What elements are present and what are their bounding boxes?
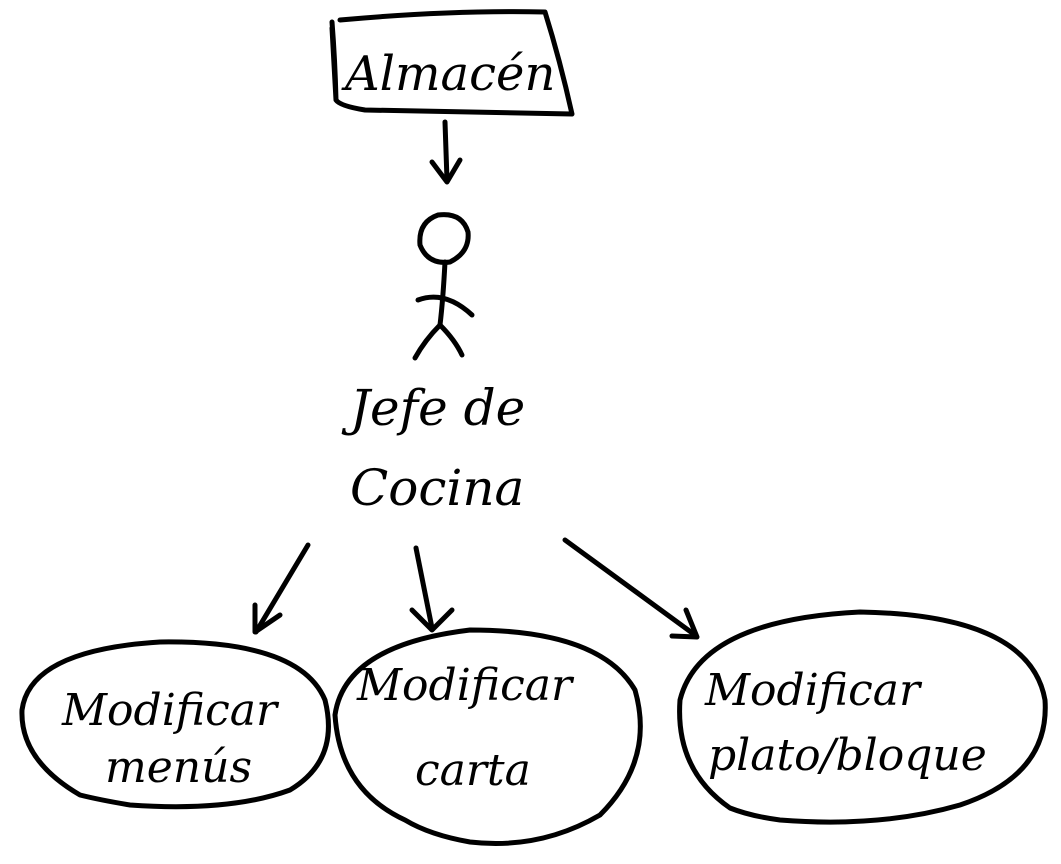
arrow-actor-to-menus — [252, 542, 311, 635]
use-case-plato-line1: Modificar — [704, 665, 923, 716]
use-case-menus-line2: menús — [105, 742, 252, 793]
actor-label-line1: Jefe de — [341, 379, 525, 437]
arrow-storage-to-actor — [429, 119, 463, 185]
arrow-actor-to-carta — [409, 545, 455, 633]
use-case-carta: Modificar carta — [332, 627, 643, 846]
use-case-menus-ellipse — [19, 639, 331, 810]
actor-figure-icon — [412, 212, 475, 361]
use-case-plato-ellipse — [677, 609, 1048, 825]
storage-box — [329, 9, 575, 117]
storage-label: Almacén — [341, 46, 555, 102]
actor-label: Jefe de Cocina — [341, 379, 525, 517]
use-case-plato: Modificar plato/bloque — [677, 609, 1048, 825]
actor-label-line2: Cocina — [350, 459, 524, 517]
use-case-carta-line2: carta — [415, 745, 531, 796]
use-case-carta-line1: Modificar — [356, 660, 575, 711]
use-case-menus: Modificar menús — [19, 639, 331, 810]
use-case-plato-line2: plato/bloque — [708, 730, 987, 781]
use-case-carta-ellipse — [332, 627, 643, 846]
use-case-menus-line1: Modificar — [61, 685, 280, 736]
arrow-actor-to-plato — [562, 537, 700, 640]
storage-node: Almacén — [329, 9, 575, 117]
